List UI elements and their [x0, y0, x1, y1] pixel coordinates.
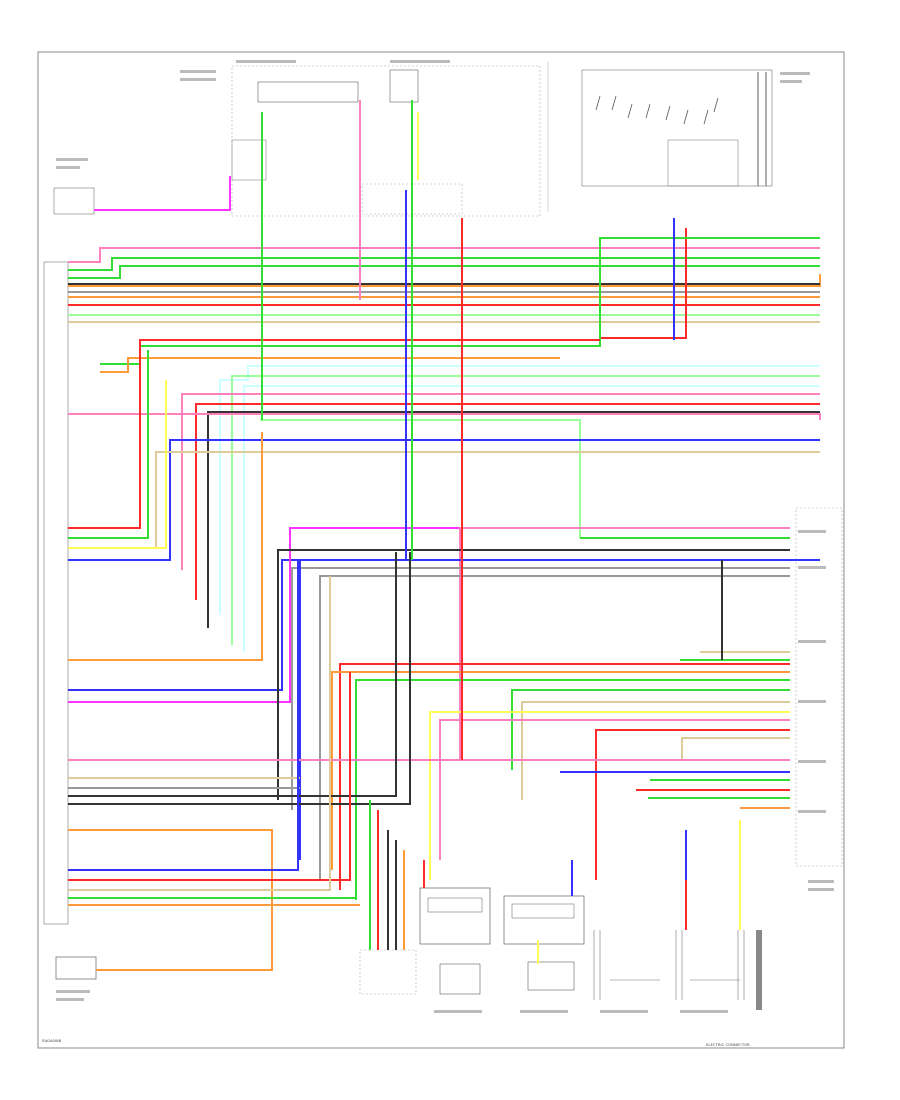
diagram-border: [37, 51, 845, 1049]
wires-right-bundle: [68, 527, 790, 900]
component-bottom-speakers: [593, 930, 745, 1000]
component-left-relay: [231, 139, 267, 181]
component-right-connector: [795, 507, 843, 867]
wires-upper-bundle: [68, 228, 821, 373]
bottom-right-label: ELECTRIC CONNECTOR: [706, 1042, 750, 1047]
component-top-left-module: [257, 81, 359, 103]
component-bottom-connector-center: [503, 895, 585, 991]
component-bottom-connector-left: [419, 887, 491, 995]
component-combination-switch: [581, 69, 773, 187]
wires-verticals-top: [94, 100, 723, 760]
component-bottom-left-group: [359, 949, 417, 995]
wires-bottom-left: [68, 552, 411, 971]
component-bottom-left-sensor: [55, 956, 97, 980]
wires-middle-bundle: [68, 365, 821, 652]
component-top-left-sensor: [53, 187, 95, 215]
diagram-labels: [56, 60, 834, 1013]
page-label: SAGA0W8: [42, 1038, 62, 1043]
component-top-center-module: [389, 69, 419, 103]
wires-bottom-verticals: [369, 800, 741, 964]
component-ecu-connector: [43, 261, 69, 925]
component-switch-inner: [667, 139, 739, 187]
switch-contacts: [595, 95, 719, 125]
component-bottom-right-bar: [756, 930, 762, 1010]
